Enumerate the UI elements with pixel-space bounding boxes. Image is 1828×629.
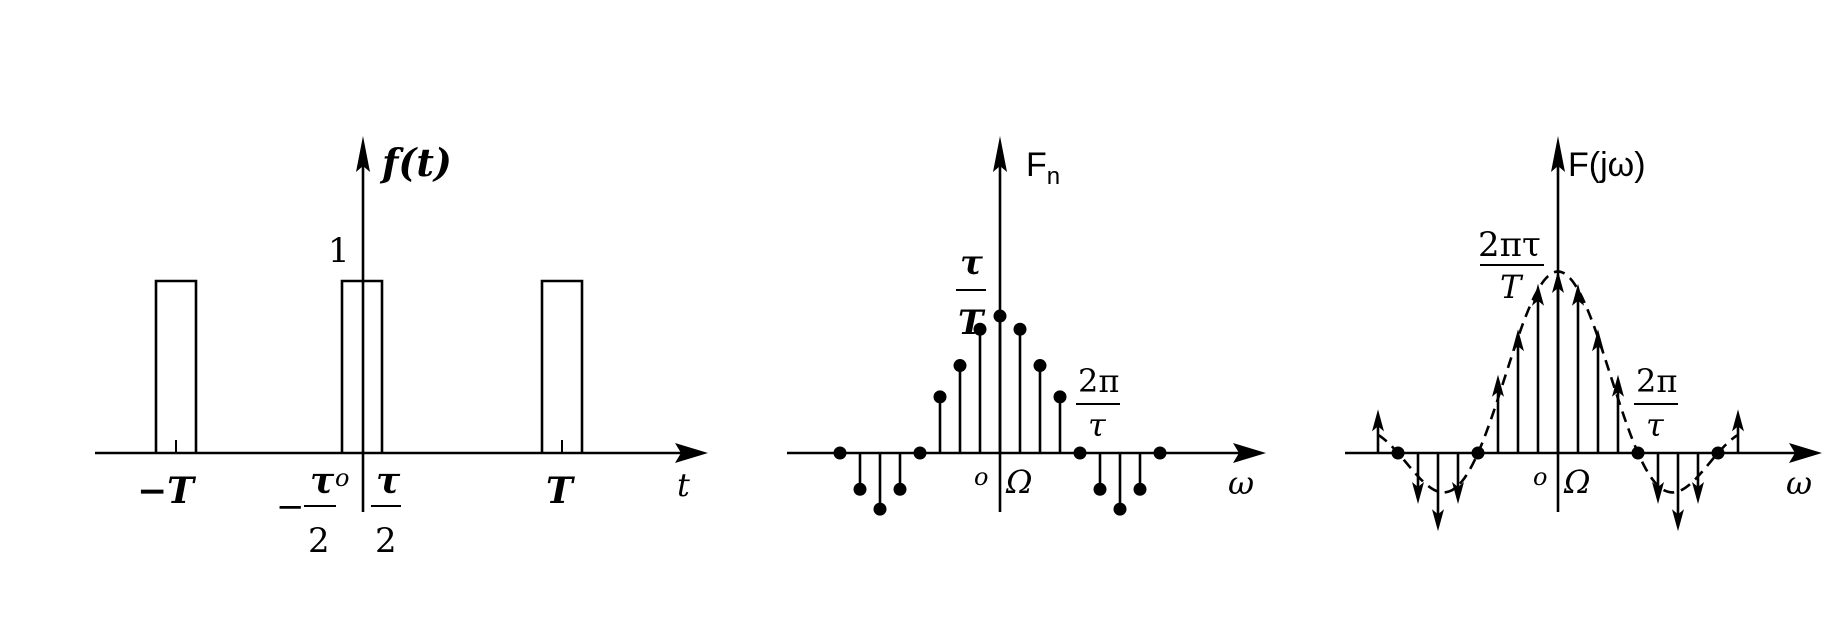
tick-T-label: T [546,470,575,512]
spectral-dot [1093,482,1107,496]
t-axis-arrowhead [675,443,708,463]
pulse-height-label: 1 [328,231,350,271]
spectral-dot [853,482,867,496]
spectral-dot [1033,359,1047,373]
spectral-lines [833,309,1167,516]
f-axis-label: f(t) [379,140,452,185]
spectral-dot [1073,446,1087,460]
spectral-dot [993,309,1007,323]
pulse-left [154,279,198,453]
impulse-arrowhead [1672,509,1684,532]
omega-axis-2-label: ω [1228,464,1254,502]
panel-fourier-transform: F(jω) 2πτ T 2π τ o Ω ω [1345,136,1822,532]
tick-neg-tau-numerator: τ [310,460,335,502]
spectral-dot [893,482,907,496]
peak-label-3-denominator: T [1500,268,1524,306]
impulse-arrowhead [1372,409,1384,432]
impulse-lines [1372,271,1744,532]
pulse-center [340,279,384,453]
zero-crossing-dot [1471,446,1485,460]
spectral-dot [873,502,887,516]
zero-label-3-numerator: 2π [1636,362,1677,400]
impulse-arrowhead [1652,481,1664,504]
zero-label-3-denominator: τ [1646,406,1665,444]
tick-omega-label-2: Ω [1005,463,1033,501]
fn-axis-label-main: F [1026,146,1047,184]
zero-crossing-dot [1391,446,1405,460]
spectral-dot [1053,390,1067,404]
fjw-axis-arrowhead [1551,136,1565,172]
impulse-arrowhead [1432,509,1444,532]
pulse-right [540,279,584,453]
fn-axis-arrowhead [993,136,1007,172]
zero-label-numerator: 2π [1078,362,1119,400]
zero-crossing-dot [1631,446,1645,460]
impulse-arrowhead [1512,329,1524,352]
peak-label-numerator: τ [960,243,983,283]
zero-label-denominator: τ [1088,406,1107,444]
fn-axis-label: Fn [1026,146,1060,190]
impulse-arrowhead [1492,374,1504,397]
spectral-dot [1133,482,1147,496]
panel-fourier-series: Fn τ T 2π τ o Ω ω [787,136,1266,516]
spectral-dot [1013,322,1027,336]
impulse-arrowhead [1572,283,1584,306]
omega-axis-2-arrowhead [1233,443,1266,463]
f-axis-arrowhead [356,136,370,172]
spectral-dot [933,390,947,404]
tick-pos-tau-numerator: τ [376,460,401,502]
peak-label-denominator: T [958,303,986,343]
spectral-dot [953,359,967,373]
impulse-arrowhead [1592,329,1604,352]
impulse-arrowhead [1452,481,1464,504]
impulse-arrowhead [1692,481,1704,504]
fn-axis-label-sub: n [1047,163,1060,190]
origin-label-1: o [335,464,349,492]
spectral-dot [973,322,987,336]
tick-minus-T-label: −T [137,470,196,512]
tick-neg-tau-sign: − [276,487,305,527]
tick-pos-tau-denominator: 2 [375,521,397,561]
tick-omega-label-3: Ω [1563,463,1591,501]
impulse-arrowhead [1732,409,1744,432]
spectral-dot [1153,446,1167,460]
origin-label-2: o [974,463,988,491]
fjw-axis-label: F(jω) [1568,146,1646,184]
impulse-arrowhead [1552,271,1564,293]
impulse-arrowhead [1412,481,1424,504]
panel-time-signal: f(t) 1 −T T o t − τ 2 τ 2 [95,136,708,561]
spectral-dot [1113,502,1127,516]
origin-label-3: o [1533,463,1547,491]
impulse-arrowhead [1532,283,1544,306]
zero-crossing-dot [1711,446,1725,460]
omega-axis-3-label: ω [1786,464,1812,502]
t-axis-label: t [677,466,690,504]
spectral-dot [833,446,847,460]
impulse-arrowhead [1612,374,1624,397]
omega-axis-3-arrowhead [1789,443,1822,463]
peak-label-3-numerator: 2πτ [1478,225,1541,265]
tick-neg-tau-denominator: 2 [308,521,330,561]
spectral-dot [913,446,927,460]
